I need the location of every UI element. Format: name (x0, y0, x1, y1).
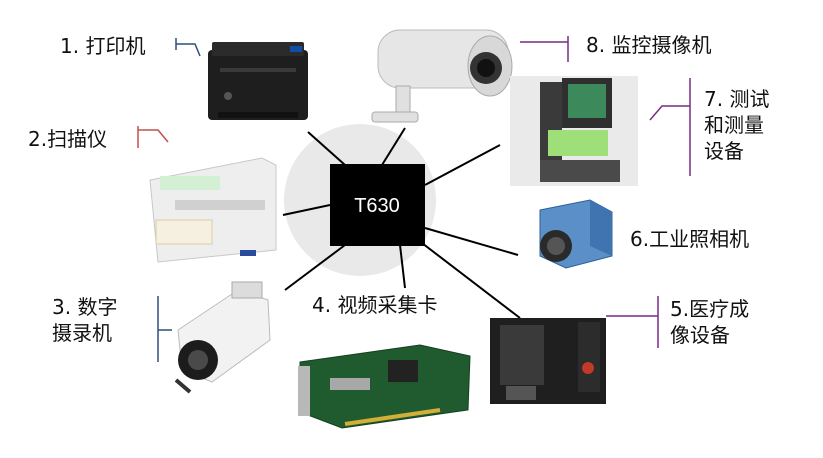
industrial-camera-image (539, 199, 613, 269)
label-scanner: 2.扫描仪 (28, 127, 108, 151)
capture-card-image (298, 344, 471, 429)
bracket-medical (606, 296, 659, 348)
label-measurement: 7. 测试 和测量 设备 (704, 86, 804, 164)
label-medical-line2: 像设备 (670, 323, 730, 347)
measurement-equipment-image (510, 76, 638, 186)
connectors (282, 127, 521, 319)
label-camcorder: 3. 数字 摄录机 (52, 294, 152, 346)
bracket-surveillance (520, 36, 569, 62)
label-capture-card: 4. 视频采集卡 (312, 293, 438, 317)
surveillance-camera-image (371, 29, 513, 123)
connector-capture-card (399, 244, 406, 289)
bracket-printer (175, 38, 201, 57)
label-industrial-camera: 6.工业照相机 (630, 227, 750, 251)
bracket-scanner (137, 126, 169, 148)
label-measurement-line1: 7. 测试 (704, 87, 770, 111)
connector-scanner (282, 204, 331, 216)
scanner-image (149, 157, 277, 263)
connector-camcorder (284, 244, 346, 291)
label-measurement-line2: 和测量 (704, 113, 764, 137)
label-measurement-line3: 设备 (704, 139, 744, 163)
printer-image (208, 42, 308, 120)
connector-printer (307, 131, 346, 166)
label-medical: 5.医疗成 像设备 (670, 296, 780, 348)
medical-imaging-image (490, 318, 606, 404)
label-camcorder-line1: 3. 数字 (52, 295, 118, 319)
label-surveillance: 8. 监控摄像机 (586, 33, 712, 57)
camcorder-image (174, 281, 271, 394)
hub-box (330, 164, 425, 246)
bracket-camcorder (157, 296, 172, 362)
bracket-measurement (649, 78, 691, 176)
connector-medical (417, 239, 521, 319)
hub-label: T630 (354, 195, 400, 217)
connector-industrial-camera (424, 227, 519, 256)
connector-measurement (424, 144, 501, 186)
label-camcorder-line2: 摄录机 (52, 321, 112, 345)
connector-surveillance (381, 127, 406, 166)
hub: T630 (330, 164, 425, 246)
label-medical-line1: 5.医疗成 (670, 297, 750, 321)
label-printer: 1. 打印机 (60, 34, 146, 58)
